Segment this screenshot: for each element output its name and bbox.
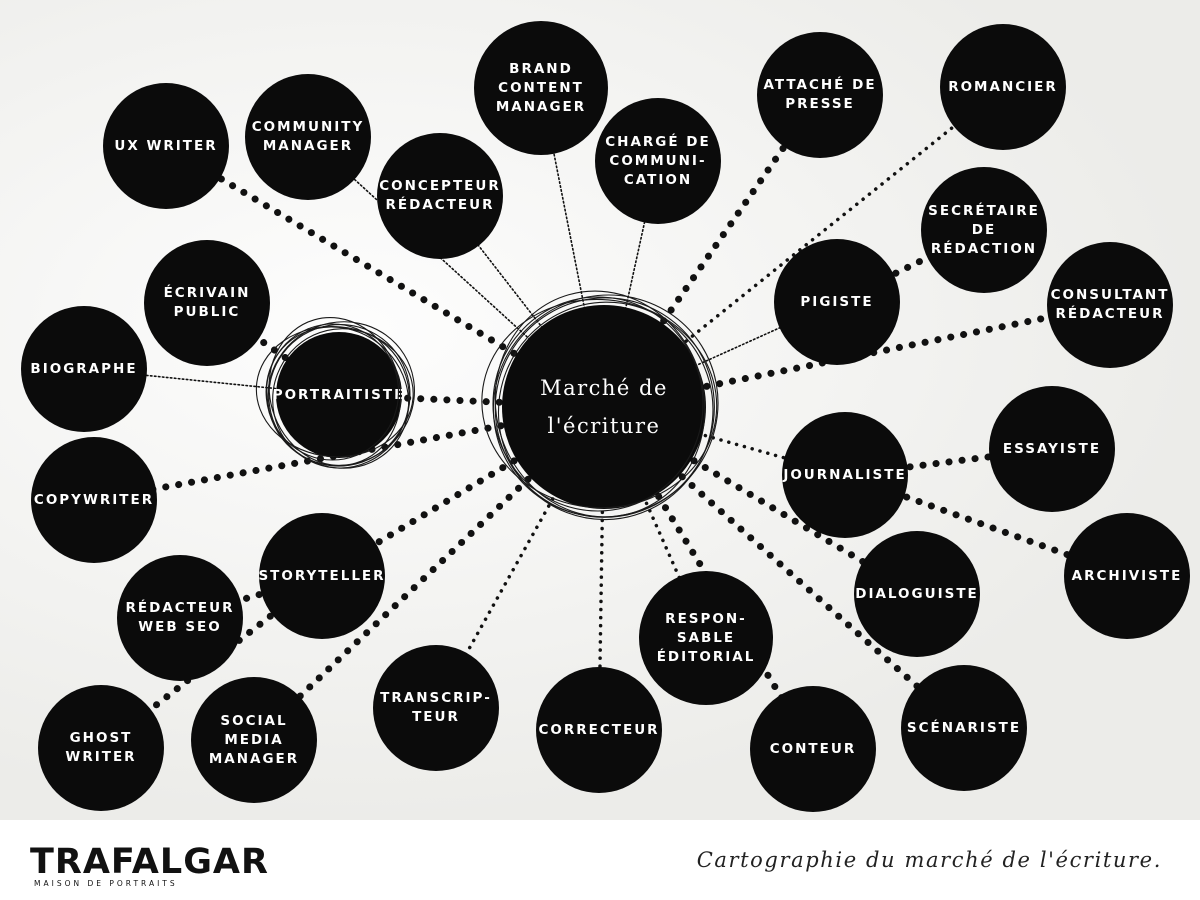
node-label: JOURNALISTE <box>783 466 907 483</box>
node-label: PORTRAITISTE <box>272 386 406 403</box>
node-label: COMMUNITY MANAGER <box>251 119 365 154</box>
node-label: PIGISTE <box>800 293 874 310</box>
node-label: BRAND CONTENT MANAGER <box>495 60 587 115</box>
node-concepteur-redacteur: CONCEPTEUR RÉDACTEUR <box>377 133 503 259</box>
node-social-media-manager: SOCIAL MEDIA MANAGER <box>191 677 317 803</box>
logo-tagline: MAISON DE PORTRAITS <box>34 879 178 888</box>
node-portraitiste: PORTRAITISTE <box>273 332 403 458</box>
node-conteur: CONTEUR <box>750 686 876 812</box>
node-responsable-editorial: RESPON- SABLE ÉDITORIAL <box>639 571 773 705</box>
node-label: SECRÉTAIRE DE RÉDACTION <box>928 202 1040 257</box>
node-biographe: BIOGRAPHE <box>21 306 147 432</box>
node-label: CONCEPTEUR RÉDACTEUR <box>379 178 501 213</box>
link-center-correcteur <box>597 405 606 732</box>
footer-caption: Cartographie du marché de l'écriture. <box>696 848 1162 872</box>
node-archiviste: ARCHIVISTE <box>1064 513 1190 639</box>
node-brand-content-manager: BRAND CONTENT MANAGER <box>474 21 608 155</box>
node-dialoguiste: DIALOGUISTE <box>854 531 980 657</box>
node-pigiste: PIGISTE <box>774 239 900 365</box>
node-label: DIALOGUISTE <box>855 585 979 602</box>
node-charge-de-communication: CHARGÉ DE COMMUNI- CATION <box>595 98 721 224</box>
node-label: STORYTELLER <box>258 567 386 584</box>
node-label: CONSULTANT RÉDACTEUR <box>1050 287 1170 322</box>
node-romancier: ROMANCIER <box>940 24 1066 150</box>
node-label: CHARGÉ DE COMMUNI- CATION <box>605 133 711 188</box>
node-label: SOCIAL MEDIA MANAGER <box>208 712 300 767</box>
node-label: ARCHIVISTE <box>1071 567 1183 584</box>
logo: TRAFALGAR <box>30 842 269 882</box>
node-essayiste: ESSAYISTE <box>989 386 1115 512</box>
node-label: RÉDACTEUR WEB SEO <box>125 600 235 635</box>
node-scenariste: SCÉNARISTE <box>901 665 1027 791</box>
node-label: ROMANCIER <box>948 78 1058 95</box>
node-redacteur-web-seo: RÉDACTEUR WEB SEO <box>117 555 243 681</box>
footer: TRAFALGAR MAISON DE PORTRAITS Cartograph… <box>0 820 1200 900</box>
center-node: Marché de l'écriture <box>502 305 706 509</box>
node-label: ATTACHÉ DE PRESSE <box>763 77 877 112</box>
node-consultant-redacteur: CONSULTANT RÉDACTEUR <box>1047 242 1173 368</box>
node-label: SCÉNARISTE <box>906 719 1022 736</box>
node-storyteller: STORYTELLER <box>258 513 386 639</box>
node-label: BIOGRAPHE <box>30 360 138 377</box>
link-center-community-manager <box>307 136 605 408</box>
node-attache-de-presse: ATTACHÉ DE PRESSE <box>757 32 883 158</box>
node-label: CONTEUR <box>769 740 857 757</box>
node-ghost-writer: GHOST WRITER <box>38 685 164 811</box>
node-correcteur: CORRECTEUR <box>536 667 662 793</box>
node-label: RESPON- SABLE ÉDITORIAL <box>656 610 756 665</box>
node-label: TRANSCRIP- TEUR <box>380 690 492 725</box>
link-center-consultant-redacteur <box>600 301 1114 411</box>
node-label: GHOST WRITER <box>65 730 137 765</box>
node-label: UX WRITER <box>114 137 218 154</box>
node-label: ÉCRIVAIN PUBLIC <box>163 285 251 320</box>
node-community-manager: COMMUNITY MANAGER <box>245 74 371 200</box>
node-label: COPYWRITER <box>33 491 155 508</box>
center-label: Marché de l'écriture <box>540 376 668 438</box>
node-transcripteur: TRANSCRIP- TEUR <box>373 645 499 771</box>
writing-market-diagram: UX WRITER COMMUNITY MANAGER BRAND CONTENT … <box>0 0 1200 820</box>
node-label: ESSAYISTE <box>1002 440 1102 457</box>
node-journaliste: JOURNALISTE <box>782 412 908 538</box>
node-ux-writer: UX WRITER <box>103 83 229 209</box>
node-ecrivain-public: ÉCRIVAIN PUBLIC <box>144 240 270 366</box>
node-secretaire-de-redaction: SECRÉTAIRE DE RÉDACTION <box>921 167 1047 293</box>
node-label: CORRECTEUR <box>538 721 660 738</box>
node-copywriter: COPYWRITER <box>31 437 157 563</box>
